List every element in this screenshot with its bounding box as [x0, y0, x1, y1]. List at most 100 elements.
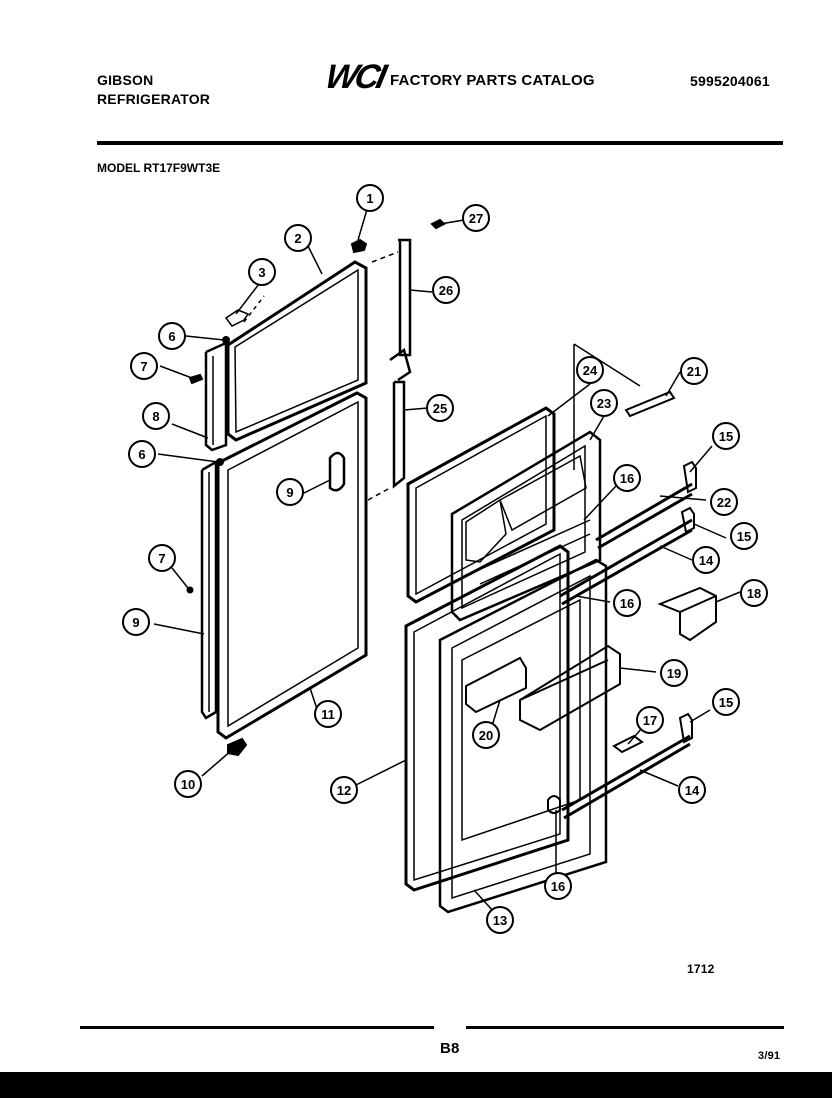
freezer-gasket	[406, 406, 556, 604]
callout-label: 14	[685, 783, 700, 798]
callout-27: 27	[462, 204, 490, 232]
callout-circle	[613, 464, 641, 492]
callout-2: 2	[284, 224, 312, 252]
bracket-21	[624, 390, 676, 418]
callout-16: 16	[613, 589, 641, 617]
callout-6: 6	[158, 322, 186, 350]
callout-layer: 1236786979101127262524232115162215141618…	[122, 184, 768, 934]
callout-circle	[314, 700, 342, 728]
shelf-clip	[657, 586, 717, 642]
callout-18: 18	[740, 579, 768, 607]
fresh-food-door	[216, 391, 368, 740]
callout-14: 14	[678, 776, 706, 804]
callout-label: 24	[583, 363, 598, 378]
callout-16: 16	[613, 464, 641, 492]
callout-label: 2	[294, 231, 301, 246]
callout-label: 1	[366, 191, 373, 206]
callout-circle	[740, 579, 768, 607]
footer-rule-left	[80, 1026, 434, 1029]
bottom-hinge-10	[227, 737, 248, 757]
callout-label: 9	[132, 615, 139, 630]
callout-circle	[472, 721, 500, 749]
hinge-3	[224, 309, 250, 327]
callout-label: 17	[643, 713, 657, 728]
callout-21: 21	[680, 357, 708, 385]
callout-label: 15	[719, 695, 733, 710]
callout-label: 13	[493, 913, 507, 928]
callout-24: 24	[576, 356, 604, 384]
callout-label: 20	[479, 728, 493, 743]
leader-lines	[153, 205, 741, 913]
callout-17: 17	[636, 706, 664, 734]
callout-label: 27	[469, 211, 483, 226]
callout-20: 20	[472, 721, 500, 749]
fresh-food-inner-door	[438, 558, 608, 914]
date-code: 3/91	[758, 1050, 781, 1062]
callout-label: 7	[140, 359, 147, 374]
catalog-title: FACTORY PARTS CATALOG	[390, 72, 595, 89]
model-number: MODEL RT17F9WT3E	[97, 161, 221, 175]
door-shelf-rail-lower	[561, 712, 693, 820]
callout-label: 6	[138, 447, 145, 462]
callout-circle	[426, 394, 454, 422]
callout-circle	[710, 488, 738, 516]
callout-6: 6	[128, 440, 156, 468]
callout-circle	[613, 589, 641, 617]
callout-circle	[576, 356, 604, 384]
callout-circle	[486, 906, 514, 934]
callout-circle	[590, 389, 618, 417]
callout-circle	[678, 776, 706, 804]
callout-circle	[730, 522, 758, 550]
callout-circle	[462, 204, 490, 232]
callout-label: 10	[181, 777, 195, 792]
callout-label: 8	[152, 409, 159, 424]
callout-26: 26	[432, 276, 460, 304]
callout-15: 15	[730, 522, 758, 550]
callout-circle	[544, 872, 572, 900]
callout-circle	[432, 276, 460, 304]
brand-label: GIBSON	[97, 72, 154, 88]
callout-label: 14	[699, 553, 714, 568]
door-shelf-rail-middle	[559, 506, 695, 606]
door-handle	[328, 451, 346, 492]
callout-circle	[330, 776, 358, 804]
callout-label: 22	[717, 495, 731, 510]
callout-circle	[148, 544, 176, 572]
callout-label: 16	[620, 596, 634, 611]
callout-label: 25	[433, 401, 447, 416]
screw-7b	[186, 586, 194, 594]
callout-circle	[142, 402, 170, 430]
callout-label: 9	[286, 485, 293, 500]
catalog-number: 5995204061	[690, 73, 770, 89]
callout-circle	[660, 659, 688, 687]
screw-7a	[188, 373, 204, 385]
callout-circle	[248, 258, 276, 286]
callout-circle	[356, 184, 384, 212]
callout-circle	[158, 322, 186, 350]
product-label: REFRIGERATOR	[97, 91, 211, 107]
freezer-door-liner	[226, 260, 368, 442]
callout-15: 15	[712, 422, 740, 450]
callout-15: 15	[712, 688, 740, 716]
hinge-bracket	[389, 238, 412, 489]
callout-8: 8	[142, 402, 170, 430]
header-rule	[97, 141, 783, 145]
callout-label: 21	[687, 364, 701, 379]
fresh-food-gasket	[404, 544, 570, 892]
door-bin-20	[465, 656, 527, 714]
callout-circle	[712, 422, 740, 450]
callout-22: 22	[710, 488, 738, 516]
callout-circle	[276, 478, 304, 506]
callout-circle	[692, 546, 720, 574]
callout-label: 6	[168, 329, 175, 344]
callout-10: 10	[174, 770, 202, 798]
callout-circle	[130, 352, 158, 380]
callout-9: 9	[122, 608, 150, 636]
callout-label: 16	[551, 879, 565, 894]
callout-label: 3	[258, 265, 265, 280]
callout-label: 7	[158, 551, 165, 566]
callout-label: 12	[337, 783, 351, 798]
callout-circle	[636, 706, 664, 734]
callout-circle	[128, 440, 156, 468]
callout-16: 16	[544, 872, 572, 900]
